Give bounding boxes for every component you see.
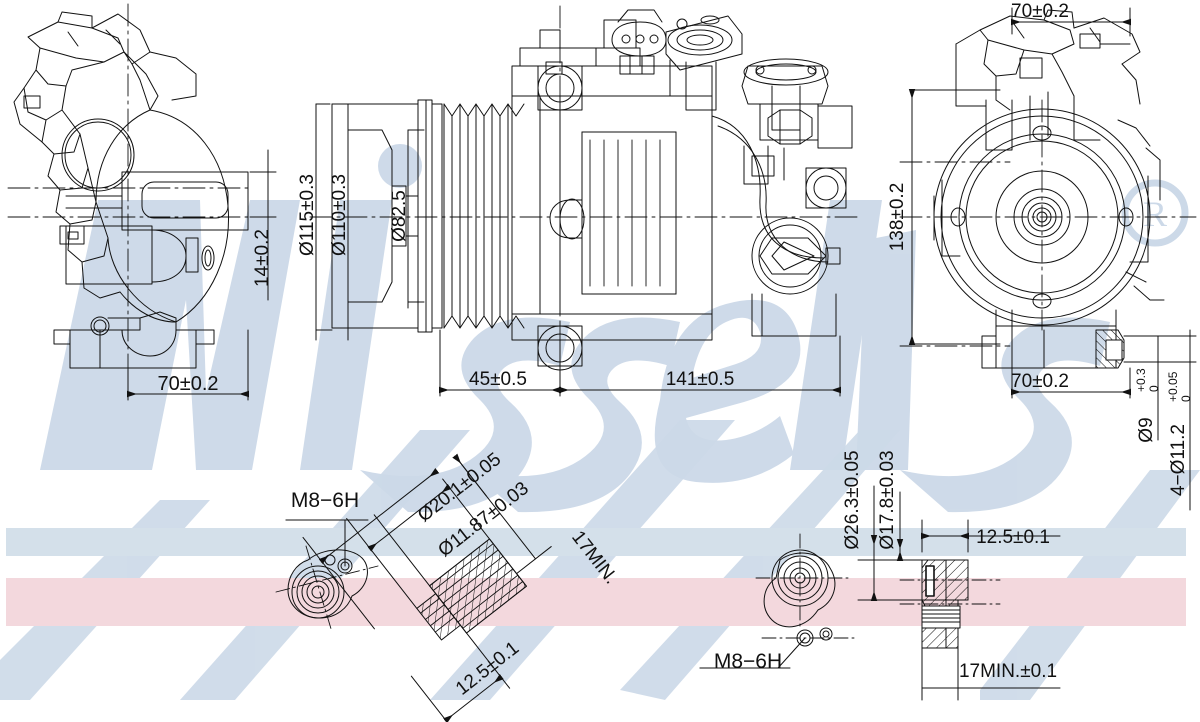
dim-port2-bore: Ø17.8±0.03	[877, 450, 898, 549]
detail-suction-port	[275, 453, 552, 722]
dim-left-height: 14±0.2	[252, 229, 273, 287]
dim-mount-hole-11-2-value: 4−Ø11.2	[1168, 424, 1189, 496]
top-boss	[665, 15, 743, 111]
dim-mount-hole-11-2-tol-upper: +0.05	[1166, 371, 1180, 402]
dim-pulley-belt-dia: Ø110±0.3	[329, 174, 350, 256]
dim-port2-min-depth: 17MIN.±0.1	[959, 661, 1057, 682]
band-blue	[6, 528, 1186, 556]
dim-clutch-dia: Ø82.5	[389, 190, 410, 242]
dim-mount-hole-9-tol-lower: 0	[1147, 385, 1161, 392]
dim-body-length: 141±0.5	[666, 369, 735, 390]
view-left-side	[7, 3, 271, 393]
dim-port2-od: Ø26.3±0.05	[842, 450, 863, 549]
dim-right-height: 138±0.2	[887, 183, 908, 252]
callout-thread-right: M8−6H	[714, 650, 782, 673]
dimensions-left-view	[127, 149, 277, 401]
callout-thread-left: M8−6H	[291, 489, 359, 512]
dim-pulley-od: Ø115±0.3	[297, 174, 318, 256]
dim-port-min-depth: 17MIN.	[567, 527, 621, 588]
dim-mount-hole-11-2: 4−Ø11.2 +0.05 0	[1166, 371, 1193, 496]
dim-right-bottom-width: 70±0.2	[1011, 371, 1069, 392]
dim-mount-hole-9: Ø9 +0.3 0	[1134, 368, 1161, 443]
dim-mount-hole-9-tol-upper: +0.3	[1134, 368, 1148, 392]
dim-mount-hole-9-value: Ø9	[1136, 417, 1157, 442]
dim-mount-hole-11-2-tol-lower: 0	[1179, 395, 1193, 402]
dim-left-width: 70±0.2	[157, 373, 218, 395]
dimensions-center-view	[315, 103, 841, 397]
dim-port2-depth: 12.5±0.1	[976, 527, 1050, 548]
view-right-rear	[899, 9, 1197, 369]
svg-text:R: R	[1143, 194, 1167, 234]
dim-right-top-width: 70±0.2	[1011, 1, 1069, 22]
port-section	[857, 485, 1061, 701]
dim-port-depth: 12.5±0.1	[452, 638, 523, 700]
detail-right-bracket	[699, 533, 857, 669]
detail-discharge-port	[699, 485, 1061, 701]
dimensions-right-view	[908, 7, 1197, 511]
valve-assembly	[711, 58, 853, 337]
thread-section	[302, 453, 552, 722]
dim-pulley-length: 45±0.5	[469, 369, 527, 390]
band-pink	[6, 578, 1186, 626]
